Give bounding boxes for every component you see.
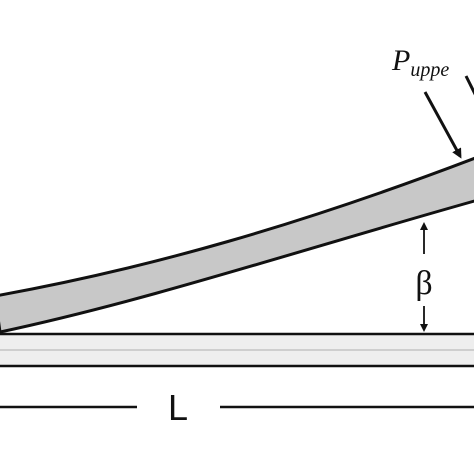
length-label: L [168,387,188,428]
angle-label: β [415,265,432,302]
force-label: Puppe [391,44,449,81]
curved-beam [0,156,474,334]
force-arrow-right [464,75,474,96]
base-plate [0,332,474,368]
force-label-main: P [391,44,410,77]
force-arrow-left [423,91,462,159]
force-label-subscript: uppe [410,59,449,81]
